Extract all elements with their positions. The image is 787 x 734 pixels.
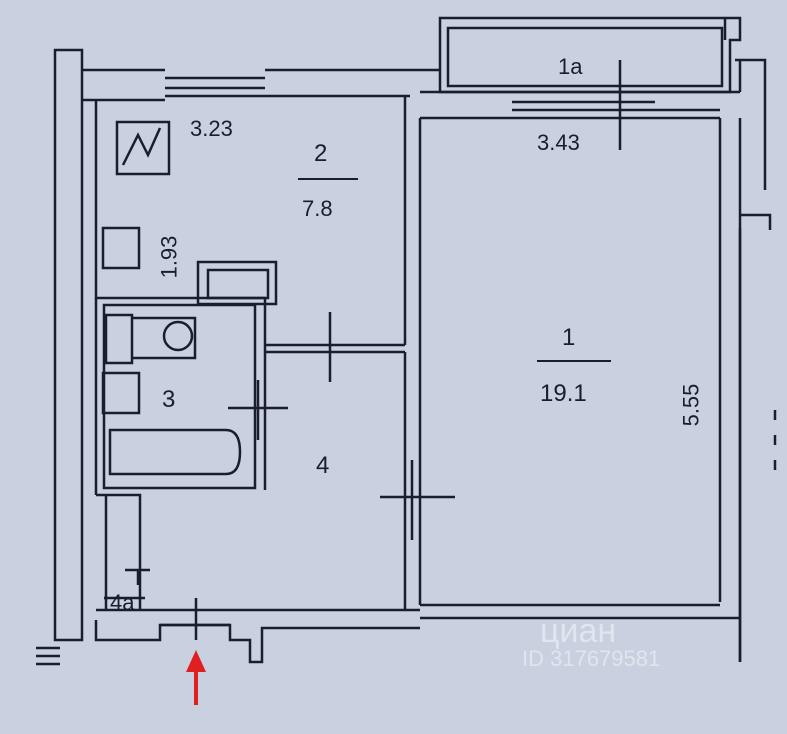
living-window (512, 90, 655, 112)
entrance-door (160, 598, 230, 640)
entrance-arrow-icon (186, 650, 206, 705)
kitchen-living-partition (403, 96, 422, 605)
bathtub-icon (108, 428, 242, 476)
kitchen-area: 7.8 (302, 196, 333, 221)
kitchen-number: 2 (314, 140, 328, 167)
storage-number: 4a (110, 590, 135, 615)
left-outer-wall (53, 48, 84, 642)
bathroom-outline (102, 303, 257, 490)
right-wall (718, 118, 742, 662)
kitchen-sink-icon (101, 226, 141, 270)
kitchen-width: 3.23 (190, 116, 233, 141)
living-number: 1 (562, 324, 576, 351)
toilet-bowl-icon (162, 320, 194, 352)
kitchen-fraction-line (298, 178, 358, 180)
bathroom-number: 3 (162, 386, 176, 413)
balcony-width: 3.43 (537, 130, 580, 155)
bathroom-sink-icon (101, 371, 141, 415)
kitchen-window (165, 76, 265, 98)
living-fraction-line (537, 360, 611, 362)
stove-icon (115, 120, 171, 176)
balcony-number: 1a (558, 54, 583, 79)
kitchen-depth: 1.93 (156, 235, 182, 279)
watermark-listing-id: ID 317679581 (522, 646, 661, 671)
hall-number: 4 (316, 452, 330, 479)
living-area: 19.1 (540, 380, 587, 407)
living-length: 5.55 (678, 383, 704, 427)
toilet-tank-icon (104, 313, 134, 365)
watermark-brand: циан (540, 612, 617, 650)
